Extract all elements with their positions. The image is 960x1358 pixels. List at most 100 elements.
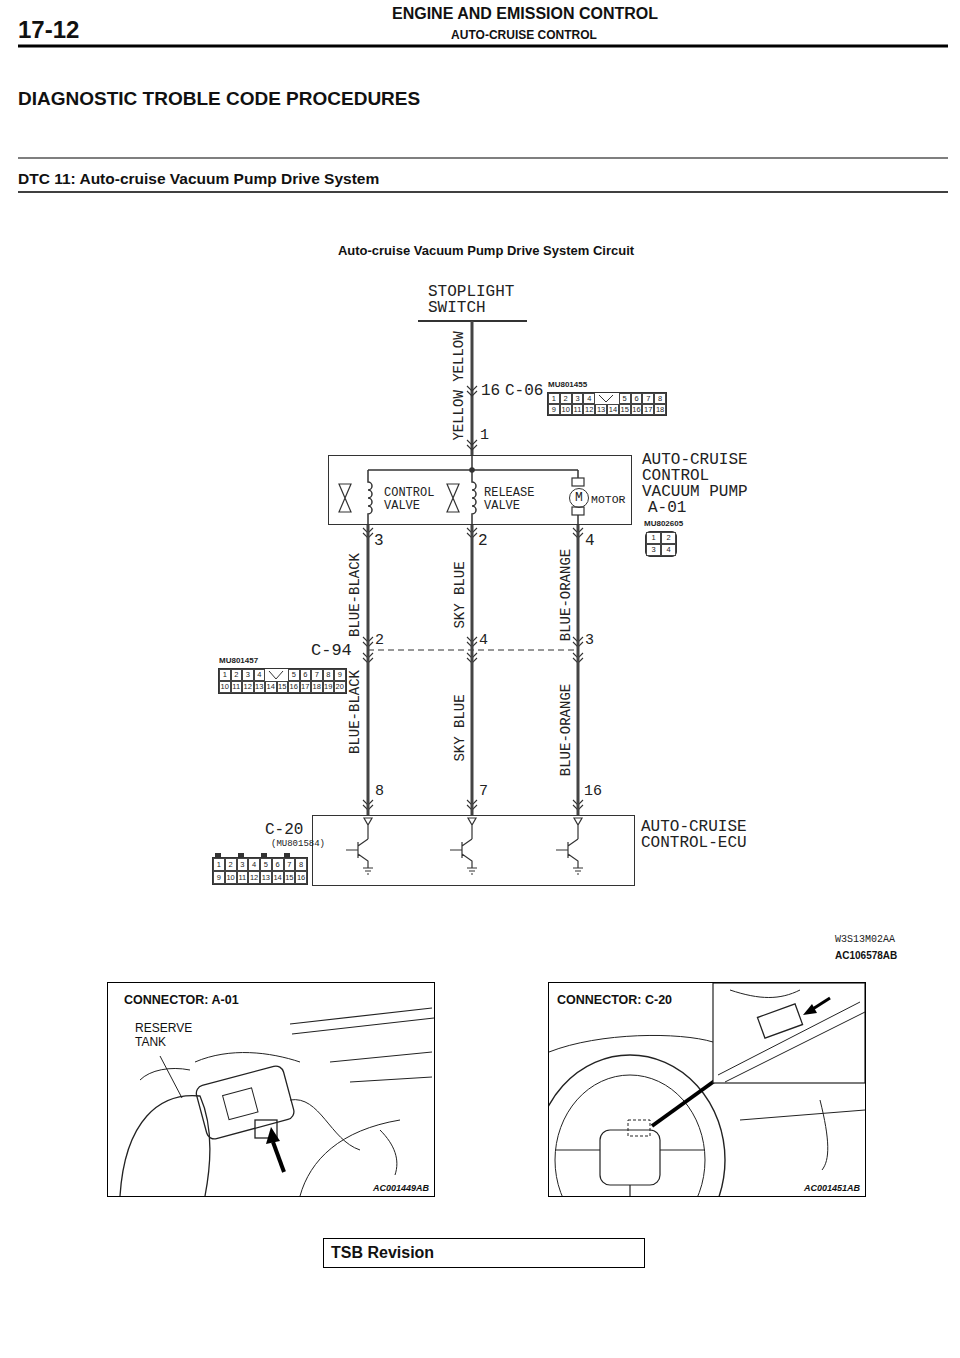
pin-cell: 5 bbox=[260, 858, 272, 871]
connector-part-number: MU801457 bbox=[219, 657, 258, 665]
pin-cell: 1 bbox=[219, 669, 231, 681]
part-name: MOTOR bbox=[591, 494, 626, 506]
pin-cell: 1 bbox=[646, 532, 661, 544]
steering-spoke bbox=[555, 1150, 705, 1196]
pin-cell: 4 bbox=[661, 544, 676, 556]
pin-number: 16 bbox=[584, 784, 602, 799]
pin-cell: 7 bbox=[642, 393, 654, 404]
pin-cell: 13 bbox=[254, 681, 266, 693]
pin-cell: 12 bbox=[242, 681, 254, 693]
connector-face: MU801455123456789101112131415161718 bbox=[547, 392, 667, 416]
pin-cell: 1 bbox=[213, 858, 225, 871]
pin-number: 3 bbox=[374, 533, 384, 549]
valve-symbol bbox=[339, 484, 351, 512]
revision-box: TSB Revision bbox=[323, 1238, 645, 1268]
pin-cell: 3 bbox=[646, 544, 661, 556]
cockpit-illustration bbox=[549, 983, 865, 1196]
motor-brush bbox=[572, 507, 584, 515]
pin-cell: 14 bbox=[265, 681, 277, 693]
figure-code: AC001449AB bbox=[371, 1183, 431, 1193]
pump-detail bbox=[223, 1088, 258, 1120]
hose bbox=[290, 1008, 434, 1034]
pin-cell: 2 bbox=[661, 532, 676, 544]
motor-symbol: M bbox=[569, 488, 589, 508]
photo-caption: CONNECTOR: C-20 bbox=[555, 993, 674, 1007]
diagram-title: Auto-cruise Vacuum Pump Drive System Cir… bbox=[338, 244, 634, 259]
figure-code: AC001451AB bbox=[802, 1183, 862, 1193]
wire-color: YELLOW YELLOW bbox=[452, 331, 466, 440]
pin-cell: 9 bbox=[334, 669, 346, 681]
pin-number: 1 bbox=[480, 427, 489, 444]
detail-inset bbox=[713, 983, 865, 1083]
pump-body bbox=[195, 1064, 296, 1140]
pin-cell: 10 bbox=[225, 871, 237, 884]
connector-key bbox=[269, 671, 283, 679]
solenoid-coil bbox=[368, 470, 372, 525]
steering-hub bbox=[600, 1130, 660, 1185]
pin-cell: 14 bbox=[607, 404, 619, 415]
component-name: STOPLIGHT SWITCH bbox=[428, 284, 520, 316]
pin-cell: 16 bbox=[631, 404, 643, 415]
pin-number: 4 bbox=[585, 533, 595, 549]
connector-name: A-01 bbox=[648, 500, 686, 516]
solenoid-coil bbox=[472, 470, 476, 525]
column-cover bbox=[718, 990, 865, 1082]
pin-cell: 13 bbox=[260, 871, 272, 884]
engine-bay-illustration bbox=[120, 1008, 434, 1196]
header-rule bbox=[18, 45, 948, 48]
pin-cell: 9 bbox=[213, 871, 225, 884]
pin-cell: 4 bbox=[248, 858, 260, 871]
pin-cell: 3 bbox=[242, 669, 254, 681]
part-name: RELEASE VALVE bbox=[484, 487, 542, 512]
page-heading: DIAGNOSTIC TROBLE CODE PROCEDURES bbox=[18, 88, 420, 110]
connector-part-number: MU801455 bbox=[548, 381, 587, 389]
pin-number: 16 bbox=[481, 382, 500, 400]
pointer-arrowhead bbox=[266, 1127, 280, 1144]
pin-cell: 18 bbox=[654, 404, 666, 415]
pin-cell: 10 bbox=[560, 404, 572, 415]
pin-number: 2 bbox=[375, 633, 384, 648]
pin-cell: 9 bbox=[548, 404, 560, 415]
connector-key bbox=[599, 395, 613, 402]
pin-cell: 4 bbox=[254, 669, 266, 681]
part-name: CONTROL VALVE bbox=[384, 487, 442, 512]
pin-cell: 15 bbox=[277, 681, 289, 693]
pin-number: 7 bbox=[479, 784, 488, 799]
leader-line bbox=[160, 1056, 182, 1098]
pin-cell: 3 bbox=[237, 858, 249, 871]
pin-cell: 5 bbox=[288, 669, 300, 681]
wire bbox=[367, 525, 370, 815]
photo-caption: CONNECTOR: A-01 bbox=[122, 993, 241, 1007]
pin-cell: 6 bbox=[631, 393, 643, 404]
pin-cell: 13 bbox=[595, 404, 607, 415]
pin-cell: 11 bbox=[572, 404, 584, 415]
pin-cell: 6 bbox=[272, 858, 284, 871]
connector-part-number: MU802605 bbox=[644, 520, 683, 528]
pin-number: 8 bbox=[375, 784, 384, 799]
pin-cell: 2 bbox=[560, 393, 572, 404]
figure-code: AC106578AB bbox=[835, 950, 897, 962]
wire-color: SKY BLUE bbox=[453, 561, 467, 628]
pin-cell: 8 bbox=[654, 393, 666, 404]
transistor-symbol bbox=[346, 818, 583, 874]
pin-cell: 16 bbox=[288, 681, 300, 693]
wire bbox=[577, 525, 580, 815]
pin-cell: 10 bbox=[219, 681, 231, 693]
ecu-sketch bbox=[757, 1004, 802, 1038]
engine-parts bbox=[140, 1052, 432, 1196]
pin-cell: 8 bbox=[295, 858, 307, 871]
pin-cell: 18 bbox=[311, 681, 323, 693]
wire bbox=[471, 321, 474, 455]
pin-cell: 2 bbox=[225, 858, 237, 871]
pointer-arrowhead bbox=[803, 1004, 817, 1015]
wire bbox=[471, 525, 474, 815]
pin-cell: 17 bbox=[642, 404, 654, 415]
pin-cell: 3 bbox=[572, 393, 584, 404]
pointer-arrow bbox=[273, 1142, 284, 1172]
section-title: ENGINE AND EMISSION CONTROL bbox=[392, 5, 658, 23]
connector-name: C-06 bbox=[505, 382, 543, 400]
connector-name: C-94 bbox=[311, 642, 352, 659]
control-unit-box: AUTO-CRUISE CONTROL-ECU bbox=[312, 815, 635, 886]
pin-cell: 1 bbox=[548, 393, 560, 404]
